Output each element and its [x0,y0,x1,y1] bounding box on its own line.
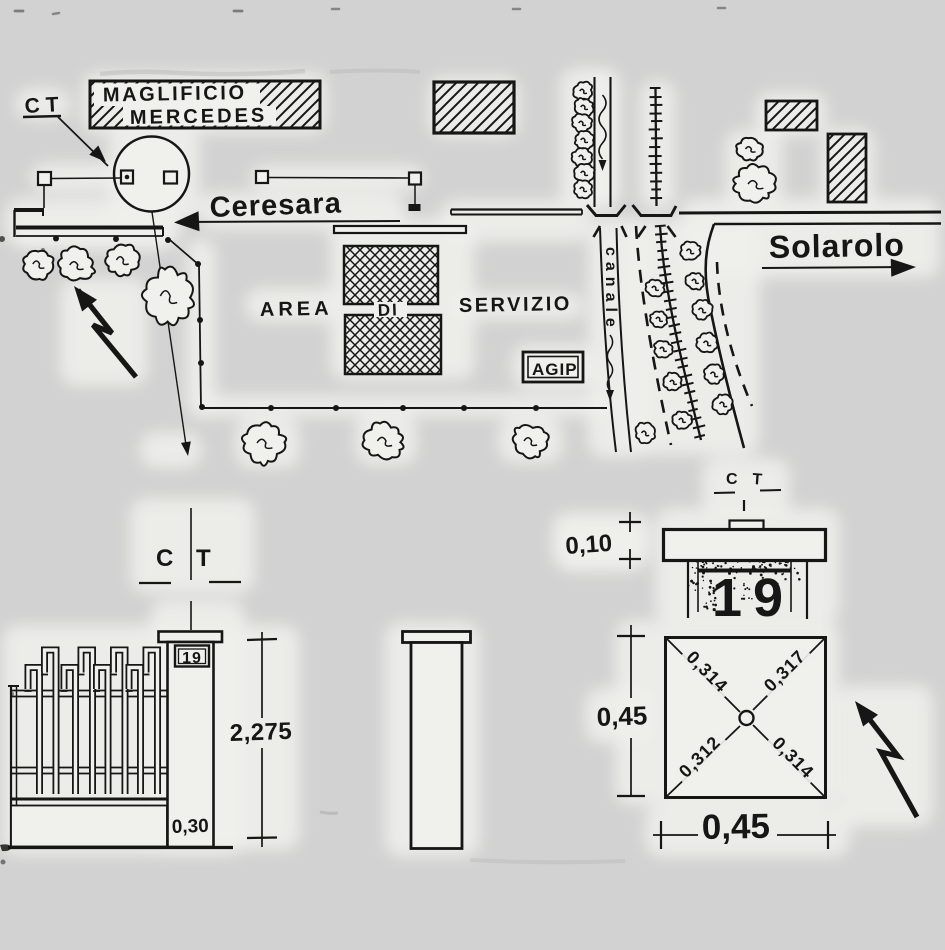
svg-text:MERCEDES: MERCEDES [130,105,268,129]
svg-text:Solarolo: Solarolo [768,227,905,265]
svg-text:AGIP: AGIP [532,360,578,379]
svg-text:2,275: 2,275 [229,718,292,747]
svg-text:SERVIZIO: SERVIZIO [459,293,572,317]
svg-text:CT: CT [24,93,65,118]
svg-text:9: 9 [753,568,783,628]
svg-text:C: C [726,471,738,488]
svg-text:T: T [752,471,763,489]
svg-text:C: C [156,545,173,572]
svg-text:0,45: 0,45 [596,700,648,732]
svg-text:0,45: 0,45 [701,807,770,847]
svg-text:AREA: AREA [260,298,333,321]
svg-text:DI: DI [377,300,399,320]
svg-text:Ceresara: Ceresara [209,187,342,224]
svg-text:canale: canale [602,247,619,333]
svg-text:0,10: 0,10 [565,530,613,560]
svg-text:0,30: 0,30 [171,816,209,838]
svg-text:1: 1 [712,568,742,628]
svg-text:19: 19 [182,650,202,667]
svg-text:MAGLIFICIO: MAGLIFICIO [103,82,247,107]
svg-text:T: T [196,545,211,572]
